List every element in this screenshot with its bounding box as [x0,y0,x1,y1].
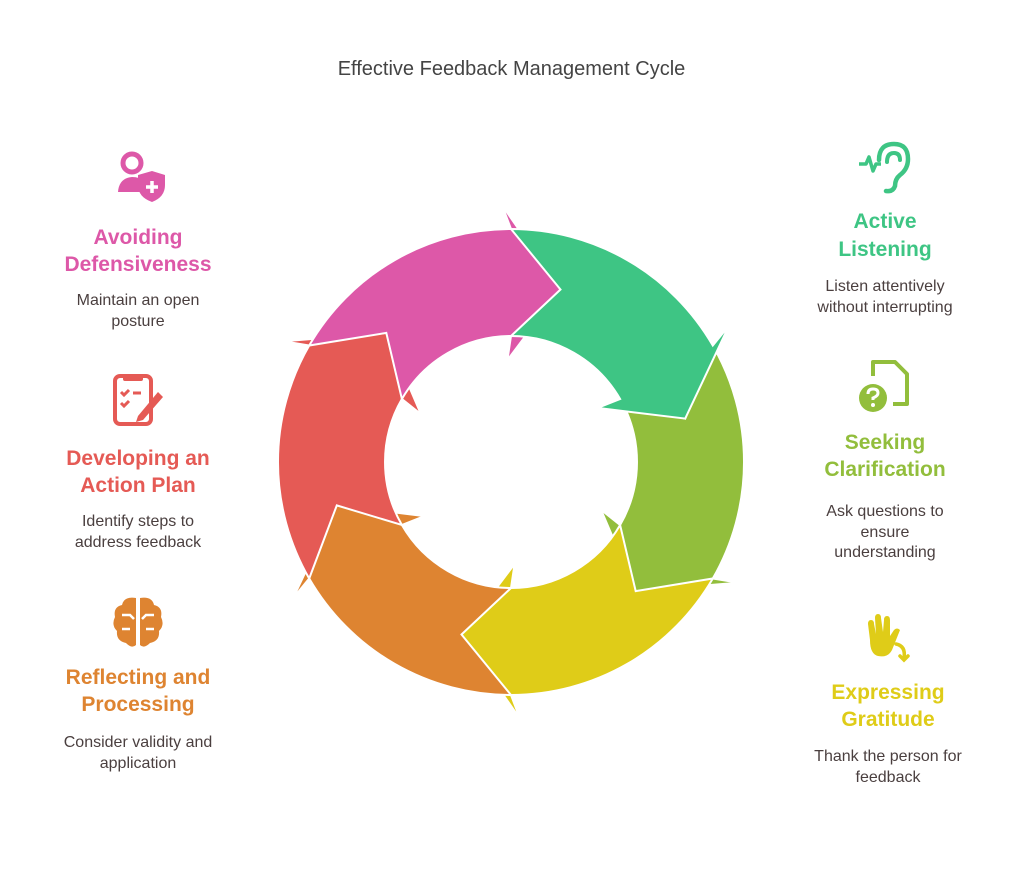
step-description-line: Identify steps to [81,513,195,530]
step-heading-line: Expressing [831,681,945,704]
step-description-line: feedback [855,769,921,786]
step-heading-line: Developing an [66,447,210,470]
brain-icon [113,597,163,647]
step-heading-line: Listening [838,238,932,261]
step-description-line: Listen attentively [825,278,945,295]
step-description-line: without interrupting [817,299,953,316]
diagram-title: Effective Feedback Management Cycle [337,58,686,80]
step-heading-line: Gratitude [841,708,935,731]
cycle-arrow-active-listening [508,227,730,420]
step-description-line: application [99,755,177,772]
step-description-line: Maintain an open [76,292,200,309]
step-description-line: posture [111,313,165,330]
clipboard-pencil-icon [113,374,163,426]
cycle-arrow-expressing-gratitude [460,522,715,720]
step-description-line: Thank the person for [814,748,962,765]
step-description-line: Ask questions to [826,503,944,520]
step-description-line: ensure [860,524,910,541]
step-heading-line: Action Plan [80,474,196,497]
step-description-line: understanding [834,544,936,561]
cycle-arrow-reflecting-processing [292,504,514,697]
person-shield-icon [118,151,165,202]
step-heading-line: Reflecting and [65,666,211,689]
step-heading-line: Avoiding [93,226,183,249]
step-heading-line: Processing [81,693,195,716]
cycle-arrow-developing-action-plan [276,331,422,581]
step-heading-line: Seeking [844,431,926,454]
cycle-arrow-avoiding-defensiveness [307,204,562,402]
step-description-line: Consider validity and [63,734,213,751]
step-description-line: address feedback [74,534,202,551]
ear-icon [859,141,911,194]
step-heading-line: Clarification [824,458,946,481]
waving-hand-icon [868,614,910,663]
step-heading-line: Active [853,210,917,233]
step-heading-line: Defensiveness [64,253,212,276]
question-document-icon [859,360,909,412]
